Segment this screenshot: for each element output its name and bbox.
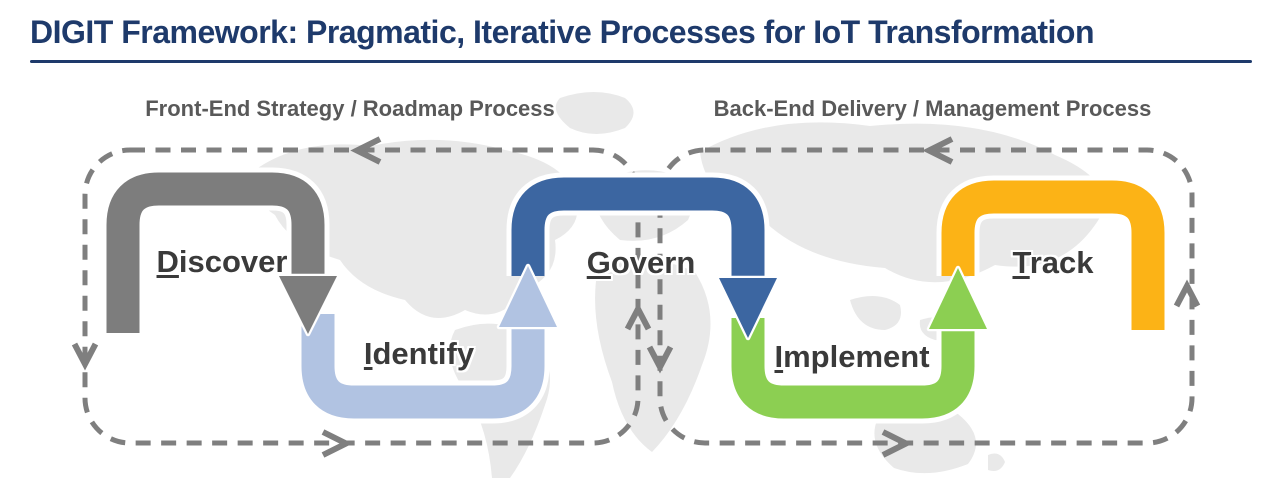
back-loop-right-arrow-icon <box>1173 279 1201 308</box>
map-new-zealand <box>988 453 1005 471</box>
page-title: DIGIT Framework: Pragmatic, Iterative Pr… <box>30 14 1095 50</box>
step-label-identify: Identify <box>363 336 475 371</box>
back-loop-top-arrow-icon <box>922 136 954 165</box>
identify-arrow-head <box>496 263 560 330</box>
implement-arrow-head <box>926 265 990 332</box>
implement-arrow <box>731 318 975 419</box>
front-end-section-label: Front-End Strategy / Roadmap Process <box>145 96 555 121</box>
step-label-track: Track <box>1012 245 1094 280</box>
govern-arrow-head <box>716 275 780 341</box>
back-loop-left-arrow-icon <box>646 345 674 374</box>
discover-arrow-head <box>276 273 340 337</box>
front-loop-right-arrow-icon <box>624 302 652 331</box>
map-asia <box>700 122 1104 283</box>
govern-arrow <box>511 177 765 280</box>
front-loop-left-arrow-icon <box>71 342 99 371</box>
track-arrow <box>941 180 1165 330</box>
step-label-implement: Implement <box>774 339 930 374</box>
front-loop-bottom-arrow-icon <box>321 429 353 458</box>
identify-arrow <box>301 314 545 419</box>
back-loop-bottom-arrow-icon <box>881 429 913 458</box>
map-greenland <box>555 92 634 134</box>
map-north-america <box>252 139 578 318</box>
step-label-discover: Discover <box>156 244 288 279</box>
discover-arrow <box>106 172 325 333</box>
process-loops <box>71 136 1201 458</box>
front-loop-top-arrow-icon <box>350 136 382 165</box>
back-end-section-label: Back-End Delivery / Management Process <box>713 96 1152 121</box>
title-underline <box>30 60 1252 63</box>
step-label-govern: Govern <box>586 245 696 280</box>
map-southeast-asia <box>850 296 901 330</box>
